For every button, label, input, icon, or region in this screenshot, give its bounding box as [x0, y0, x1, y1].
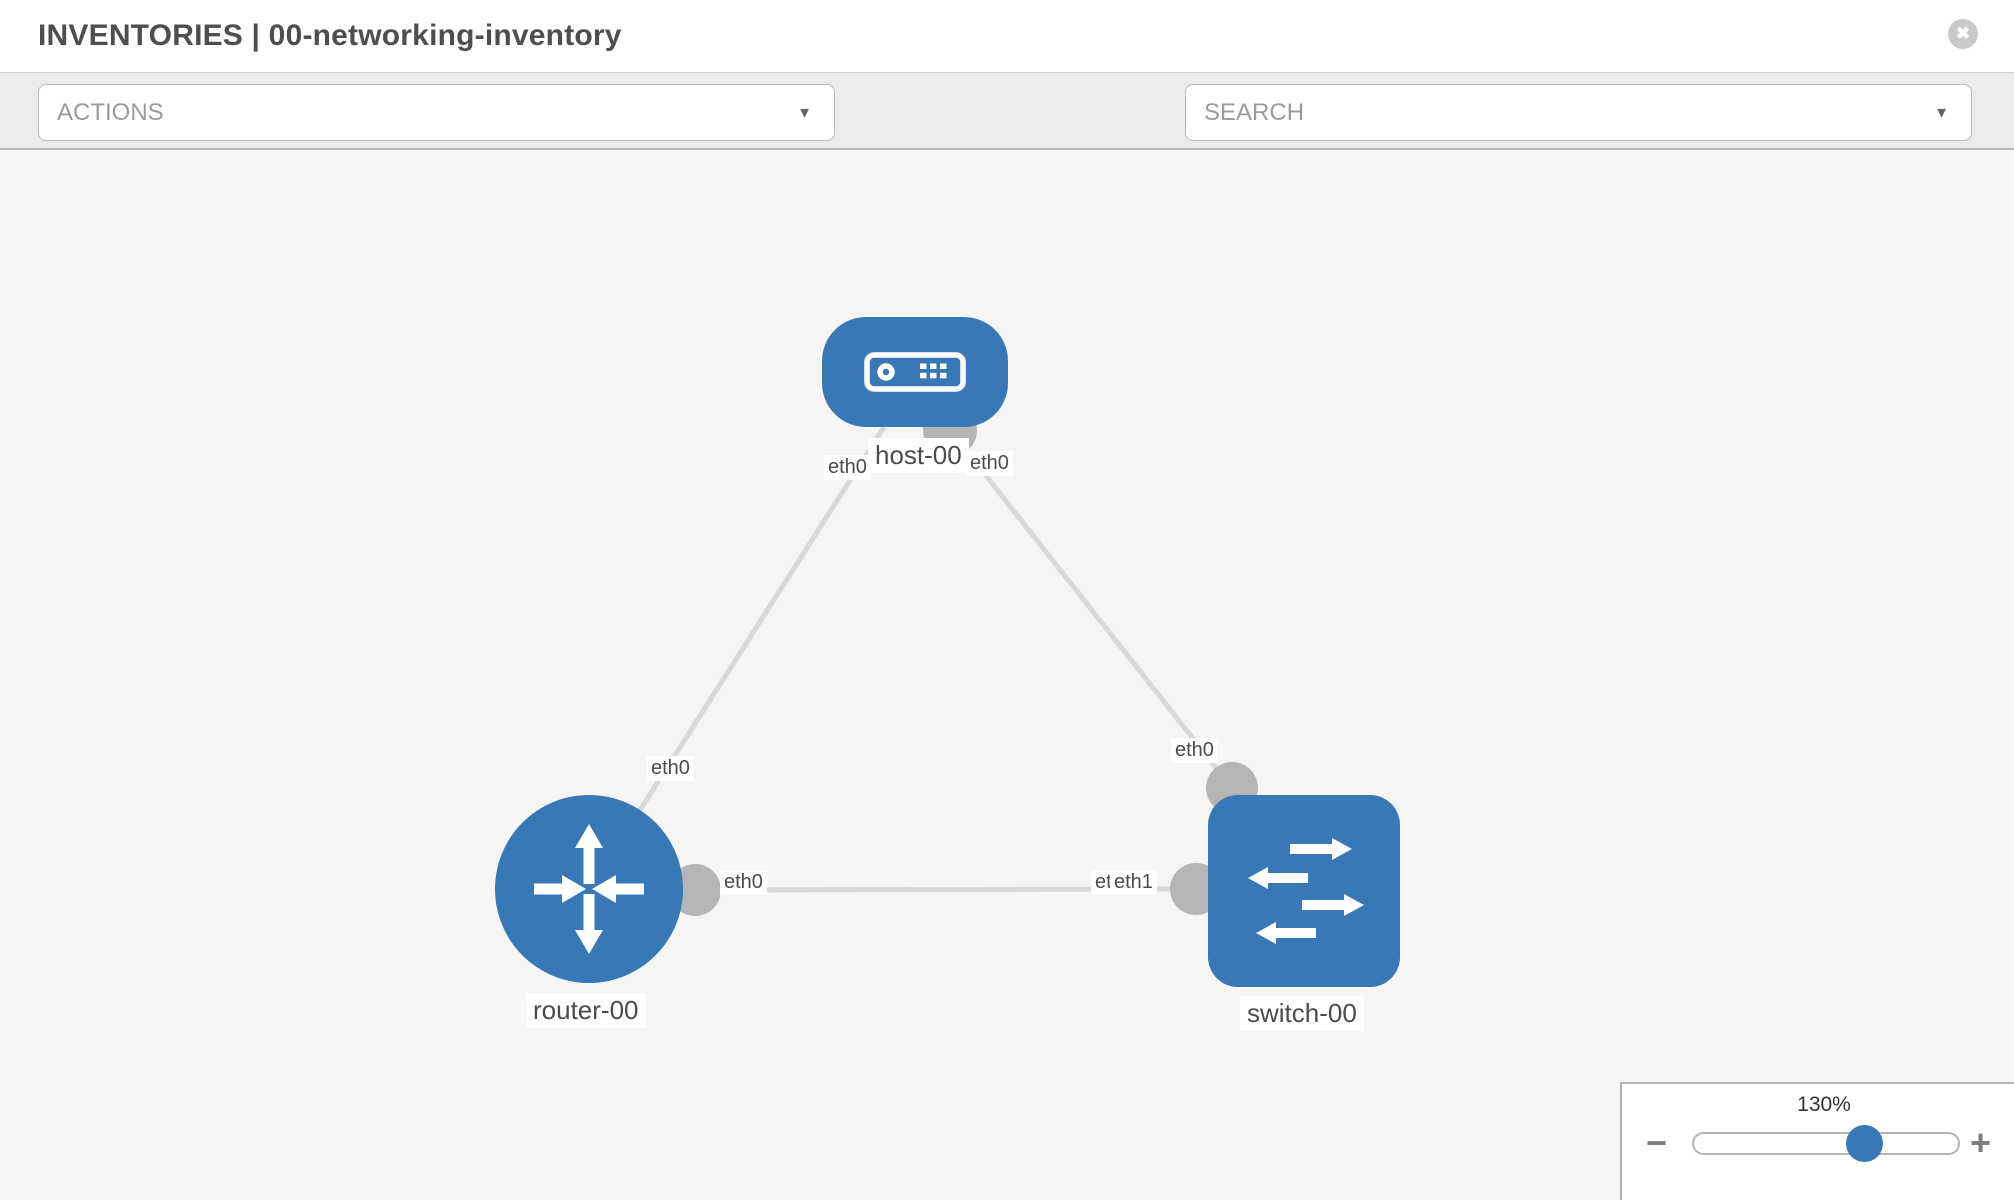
- close-button[interactable]: ✖: [1948, 19, 1978, 49]
- chevron-down-icon: ▼: [797, 104, 812, 121]
- router-icon: [534, 824, 644, 954]
- chevron-down-icon: ▼: [1934, 104, 1949, 121]
- interface-label: eth0: [720, 870, 767, 895]
- node-router-00[interactable]: [495, 795, 683, 983]
- zoom-slider-thumb[interactable]: [1846, 1125, 1883, 1162]
- links: [637, 425, 1234, 893]
- close-icon: ✖: [1955, 24, 1971, 43]
- toolbar: ACTIONS ▼ SEARCH ▼: [0, 72, 2014, 208]
- minus-icon: −: [1646, 1122, 1668, 1163]
- zoom-out-button[interactable]: −: [1646, 1122, 1667, 1164]
- interface-connectors: [669, 403, 1258, 916]
- node-switch-00[interactable]: [1208, 795, 1400, 987]
- interface-label: eth0: [966, 451, 1013, 476]
- interface-label: eth0: [824, 455, 871, 480]
- link-host-switch: [948, 428, 1234, 790]
- zoom-panel: 130% − +: [1620, 1082, 2014, 1200]
- topology-canvas[interactable]: host-00 router-00 switch-00 eth0 eth0 et…: [0, 150, 2014, 1200]
- node-label-host: host-00: [868, 438, 969, 473]
- node-label-switch: switch-00: [1240, 996, 1364, 1031]
- interface-label: eth1: [1110, 870, 1157, 895]
- link-host-router: [637, 425, 887, 812]
- interface-label: eth0: [647, 756, 694, 781]
- actions-dropdown[interactable]: ACTIONS ▼: [38, 84, 835, 141]
- zoom-percentage: 130%: [1797, 1093, 1851, 1116]
- actions-dropdown-label: ACTIONS: [57, 98, 164, 126]
- node-host-00[interactable]: [822, 317, 1008, 427]
- search-dropdown[interactable]: SEARCH ▼: [1185, 84, 1972, 141]
- topology-svg: [495, 317, 1400, 987]
- header: INVENTORIES | 00-networking-inventory ✖: [0, 0, 2014, 72]
- interface-label: eth0: [1171, 738, 1218, 763]
- zoom-in-button[interactable]: +: [1970, 1122, 1991, 1164]
- host-icon: [864, 352, 966, 392]
- search-dropdown-label: SEARCH: [1204, 98, 1305, 126]
- switch-icon: [1248, 838, 1364, 944]
- page-title: INVENTORIES | 00-networking-inventory: [38, 19, 622, 52]
- node-label-router: router-00: [526, 993, 646, 1028]
- plus-icon: +: [1970, 1122, 1992, 1163]
- zoom-slider-track[interactable]: [1692, 1132, 1960, 1155]
